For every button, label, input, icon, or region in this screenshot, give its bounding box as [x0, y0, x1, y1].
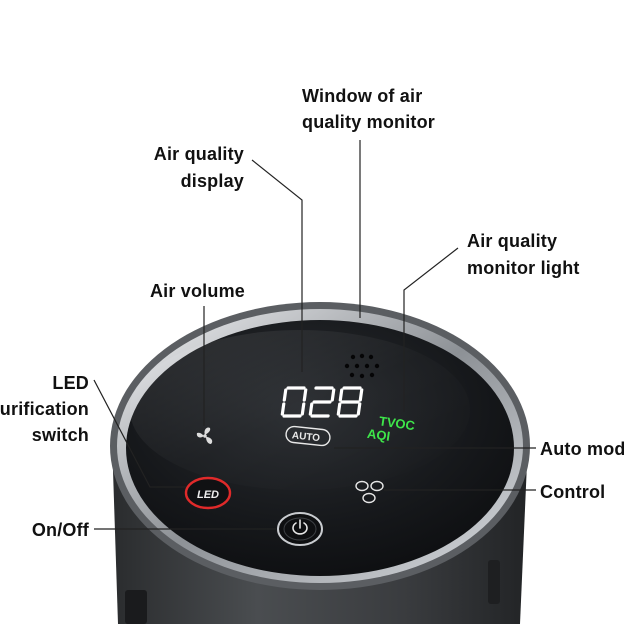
air-quality-display: 028 [280, 386, 364, 418]
led-button-label: LED [197, 489, 219, 501]
label-led-line2: purification [0, 399, 89, 419]
leader-lines [93, 140, 536, 530]
led-purification-button[interactable]: LED [184, 476, 232, 510]
label-display-line2: display [181, 171, 244, 191]
label-air-volume: Air volume [150, 281, 245, 301]
callout-air-volume: Air volume [150, 281, 245, 301]
callout-monitor-light: Air quality monitor light [467, 231, 580, 278]
callout-on-off: On/Off [32, 520, 90, 540]
label-led-line3: switch [32, 425, 89, 445]
callout-display: Air quality display [154, 144, 244, 191]
auto-badge-label: AUTO [291, 430, 320, 444]
display-digit-8 [336, 386, 364, 418]
callout-auto-mode: Auto mode [540, 439, 624, 459]
label-window-line1: Window of air [302, 86, 422, 106]
label-control: Control [540, 482, 605, 502]
label-monitor-light-line2: monitor light [467, 258, 580, 278]
callout-led: LED purification switch [0, 373, 89, 445]
indicator-tvoc: TVOC [378, 413, 416, 433]
callout-control: Control [540, 482, 605, 502]
fan-icon[interactable] [196, 427, 213, 444]
control-dots-icon[interactable] [355, 480, 384, 504]
indicator-aqi: AQI [366, 426, 391, 444]
speaker-grille-icon [344, 353, 380, 379]
power-icon [292, 519, 308, 535]
label-display-line1: Air quality [154, 144, 244, 164]
label-on-off: On/Off [32, 520, 90, 540]
label-window-line2: quality monitor [302, 112, 435, 132]
display-digit-0 [280, 386, 308, 418]
auto-mode-button[interactable]: AUTO [285, 425, 331, 447]
power-button[interactable] [277, 512, 323, 546]
callout-window: Window of air quality monitor [302, 86, 435, 132]
display-digit-2 [308, 386, 336, 418]
label-led-line1: LED [52, 373, 89, 393]
label-monitor-light-line1: Air quality [467, 231, 557, 251]
air-quality-indicator: TVOC AQI [366, 413, 416, 444]
label-auto-mode: Auto mode [540, 439, 624, 459]
